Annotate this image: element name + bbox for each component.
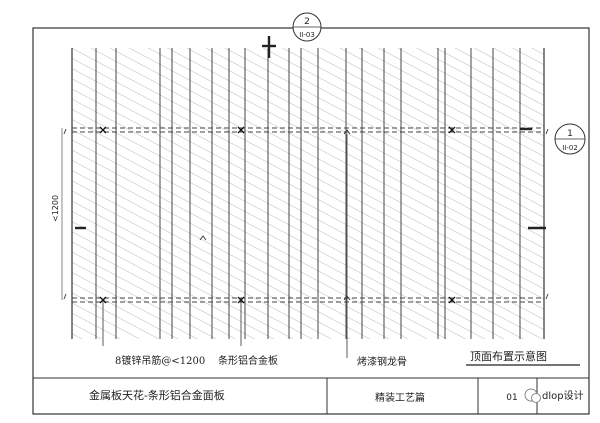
keel-lines xyxy=(72,127,544,303)
hanger-point-mark xyxy=(448,126,456,134)
hanger-point-mark xyxy=(448,296,456,304)
watermark-text: dlop设计 xyxy=(542,389,584,402)
dimension-left-label: <1200 xyxy=(51,195,60,222)
annotation-hanger: 8镀锌吊筋@<1200 xyxy=(115,354,205,367)
page-number: 01 xyxy=(506,393,517,403)
watermark: dlop设计 xyxy=(524,388,584,403)
panel-strip-lines xyxy=(71,48,545,339)
view-title: 顶面布置示意图 xyxy=(470,349,547,363)
leader-lines xyxy=(102,134,348,358)
annotation-panel: 条形铝合金板 xyxy=(218,354,278,367)
section-marker-right: 1 II-02 xyxy=(554,123,586,155)
section-marker-right-number: 1 xyxy=(567,129,573,139)
section-cut-marks xyxy=(75,36,546,230)
ceiling-panels xyxy=(72,48,544,339)
drawing-name: 金属板天花-条形铝合金面板 xyxy=(89,388,225,402)
section-marker-top-sheet: II-03 xyxy=(299,31,315,39)
section-marker-right-sheet: II-02 xyxy=(562,144,578,152)
keel-ticks xyxy=(63,128,549,301)
annotation-keel: 烤漆钢龙骨 xyxy=(357,355,407,368)
drawing-category: 精装工艺篇 xyxy=(375,391,425,404)
hanger-point-mark xyxy=(99,126,107,134)
section-marker-top-number: 2 xyxy=(304,17,310,27)
hanger-point-mark xyxy=(237,126,245,134)
title-block xyxy=(33,377,589,414)
section-marker-top: 2 II-03 xyxy=(292,12,322,42)
